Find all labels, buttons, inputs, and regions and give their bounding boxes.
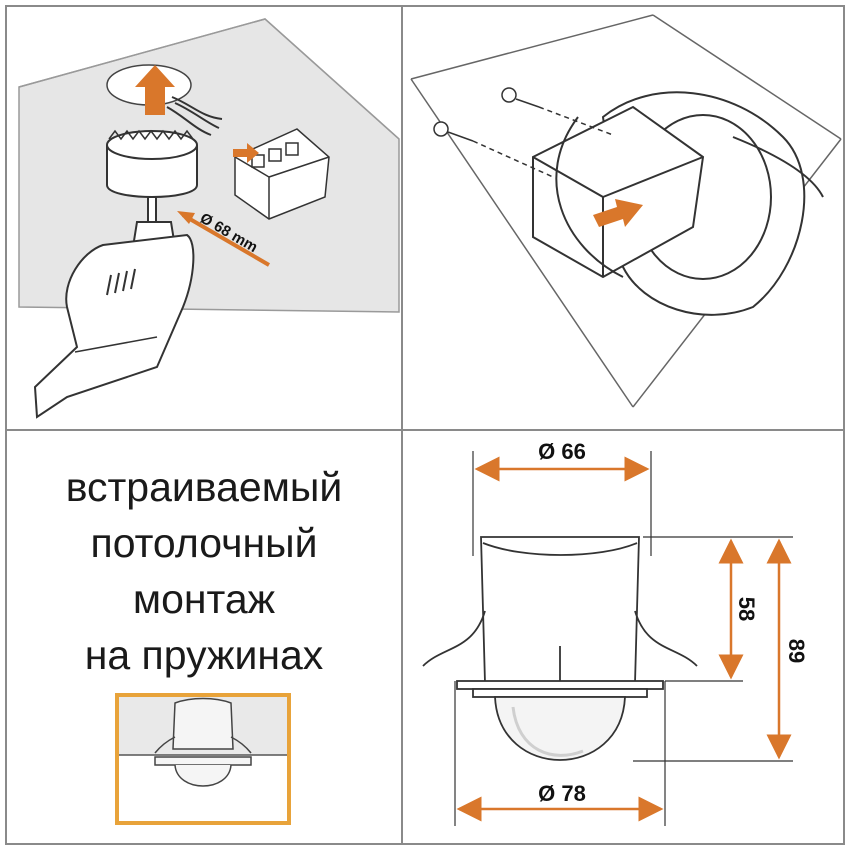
hole-saw-icon	[106, 129, 198, 224]
up-arrow-icon	[135, 65, 175, 115]
total-height-label: 89	[784, 639, 809, 663]
cable-icon	[166, 96, 223, 136]
dome-icon	[494, 696, 626, 761]
terminal-arrow-icon	[233, 143, 259, 163]
extension-lines	[454, 451, 793, 826]
flush-mount-camera-thumbnail	[115, 693, 291, 825]
horizontal-divider	[5, 429, 845, 431]
outer-frame	[5, 5, 845, 845]
description-line: потолочный	[90, 520, 318, 566]
spring-clip-icon	[555, 116, 824, 278]
terminal-block-icon	[234, 128, 330, 220]
top-diameter-label: Ø 66	[538, 439, 586, 464]
mount-description: встраиваемый потолочный монтаж на пружин…	[7, 459, 401, 683]
bottom-diameter-label: Ø 78	[538, 781, 586, 806]
screw-icon	[433, 87, 614, 178]
spring-clip-icon	[422, 610, 698, 667]
install-panel	[403, 7, 843, 429]
vertical-divider	[401, 5, 403, 845]
dimensions-panel: Ø 66 Ø 78 58 89	[403, 431, 843, 843]
bezel-icon	[456, 680, 664, 698]
description-line: на пружинах	[84, 632, 324, 678]
camera-body-icon	[480, 536, 640, 684]
camera-housing-icon	[532, 91, 806, 316]
insert-arrow-icon	[593, 199, 643, 227]
drill-icon	[33, 221, 195, 419]
description-panel: встраиваемый потолочный монтаж на пружин…	[7, 431, 401, 843]
hole-diameter-arrow	[177, 211, 271, 267]
description-line: монтаж	[132, 576, 276, 622]
drill-panel: Ø 68 mm	[7, 7, 401, 429]
body-height-label: 58	[734, 597, 759, 621]
description-line: встраиваемый	[65, 464, 343, 510]
